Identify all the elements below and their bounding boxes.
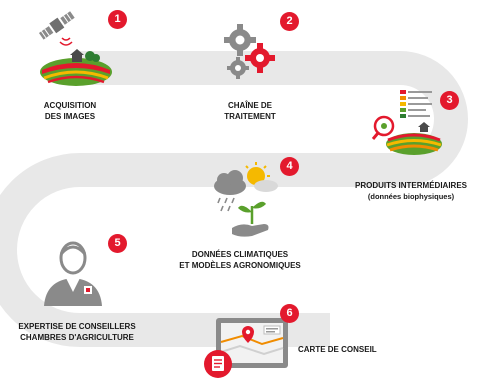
step-label: PRODUITS INTERMÉDIAIRES (données biophys… xyxy=(343,180,479,202)
weather-plant-icon xyxy=(214,162,278,237)
step-label-line1: CARTE DE CONSEIL xyxy=(298,345,377,354)
step-label-line1: DONNÉES CLIMATIQUES xyxy=(191,250,289,259)
step-badge: 5 xyxy=(108,234,127,253)
step-label-line2: (données biophysiques) xyxy=(367,192,455,201)
step-label-line2: CHAMBRES D'AGRICULTURE xyxy=(20,333,134,342)
step-label-line1: ACQUISITION xyxy=(43,101,97,110)
tablet-map-icon xyxy=(204,318,288,378)
step-label: ACQUISITION DES IMAGES xyxy=(20,100,120,122)
step-label: CHAÎNE DE TRAITEMENT xyxy=(195,100,305,122)
step-label: DONNÉES CLIMATIQUES ET MODÈLES AGRONOMIQ… xyxy=(165,249,315,271)
step-label: EXPERTISE DE CONSEILLERS CHAMBRES D'AGRI… xyxy=(2,321,152,343)
gears-icon xyxy=(224,24,275,79)
advisor-icon xyxy=(44,241,102,306)
step-label-line2: ET MODÈLES AGRONOMIQUES xyxy=(179,261,301,270)
step-label-line1: EXPERTISE DE CONSEILLERS xyxy=(18,322,136,331)
step-label-line1: CHAÎNE DE xyxy=(227,101,272,110)
step-badge: 2 xyxy=(280,12,299,31)
data-map-icon xyxy=(371,90,442,155)
step-label: CARTE DE CONSEIL xyxy=(298,344,408,355)
step-badge: 6 xyxy=(280,304,299,323)
step-label-line2: DES IMAGES xyxy=(44,112,96,121)
step-badge: 3 xyxy=(440,91,459,110)
step-badge: 4 xyxy=(280,157,299,176)
step-label-line2: TRAITEMENT xyxy=(224,112,276,121)
step-label-line1: PRODUITS INTERMÉDIAIRES xyxy=(354,181,467,190)
step-badge: 1 xyxy=(108,10,127,29)
satellite-field-icon xyxy=(38,11,112,86)
